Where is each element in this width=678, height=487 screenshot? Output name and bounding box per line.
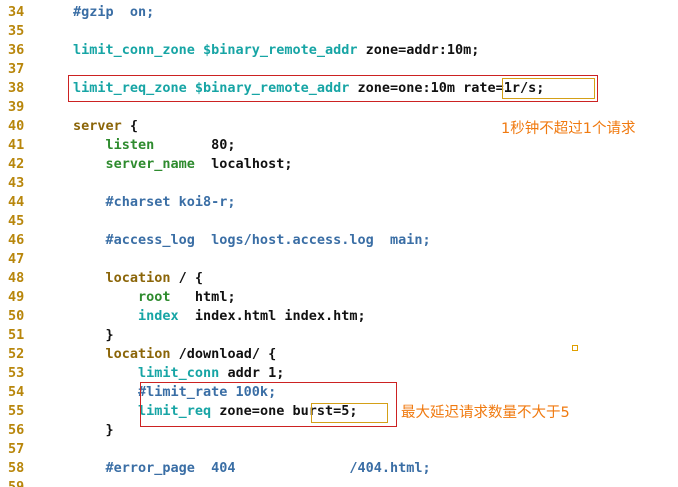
line-number: 56 xyxy=(8,422,25,438)
line-number: 58 xyxy=(8,460,25,476)
rate-annotation: 1秒钟不超过1个请求 xyxy=(501,121,636,137)
line-number: 41 xyxy=(8,137,25,153)
code-token: } xyxy=(73,422,114,438)
code-token: #error_page 404 /404.html; xyxy=(73,460,431,476)
code-token: zone=addr:10m; xyxy=(365,42,480,58)
line-number: 43 xyxy=(8,175,25,191)
code-token: zone=one burst=5; xyxy=(211,403,358,419)
code-token: #charset koi8-r; xyxy=(73,194,236,210)
line-number: 55 xyxy=(8,403,25,419)
code-token: limit_conn xyxy=(73,365,220,381)
code-token: limit_req_zone $binary_remote_addr xyxy=(73,80,358,96)
code-token: listen xyxy=(73,137,155,153)
code-token: index xyxy=(73,308,179,324)
line-code: listen 80; xyxy=(73,136,236,155)
line-code: #charset koi8-r; xyxy=(73,193,236,212)
code-token: location xyxy=(73,346,171,362)
line-number: 53 xyxy=(8,365,25,381)
limit-req-zone-highlight xyxy=(68,75,598,102)
code-token: #limit_rate 100k; xyxy=(73,384,277,400)
code-token: } xyxy=(73,327,114,343)
line-number: 40 xyxy=(8,118,25,134)
line-number: 36 xyxy=(8,42,25,58)
marker-dot xyxy=(572,345,578,351)
line-code: #gzip on; xyxy=(73,3,154,22)
line-number: 59 xyxy=(8,479,25,487)
code-token: / { xyxy=(170,270,204,286)
line-code: #error_page 404 /404.html; xyxy=(73,459,431,478)
rate-highlight xyxy=(502,78,595,99)
line-number: 52 xyxy=(8,346,25,362)
code-token: zone=one:10m rate=1r/s; xyxy=(357,80,545,96)
line-code: location /download/ { xyxy=(73,345,277,364)
code-token: html; xyxy=(170,289,236,305)
line-code: server { xyxy=(73,117,138,136)
line-number: 57 xyxy=(8,441,25,457)
line-number: 42 xyxy=(8,156,25,172)
code-token: /download/ { xyxy=(170,346,277,362)
code-token: root xyxy=(73,289,171,305)
line-code: limit_conn addr 1; xyxy=(73,364,284,383)
line-code: server_name localhost; xyxy=(73,155,293,174)
line-number: 35 xyxy=(8,23,25,39)
line-number: 51 xyxy=(8,327,25,343)
line-code: root html; xyxy=(73,288,236,307)
line-code: limit_conn_zone $binary_remote_addr zone… xyxy=(73,41,479,60)
line-code: } xyxy=(73,421,114,440)
line-number: 49 xyxy=(8,289,25,305)
line-number: 48 xyxy=(8,270,25,286)
burst-annotation: 最大延迟请求数量不大于5 xyxy=(401,405,570,421)
line-code: limit_req_zone $binary_remote_addr zone=… xyxy=(73,79,544,98)
line-code: #limit_rate 100k; xyxy=(73,383,276,402)
line-code: location / { xyxy=(73,269,204,288)
line-number: 34 xyxy=(8,4,25,20)
code-token: server xyxy=(73,118,122,134)
code-token: { xyxy=(121,118,139,134)
line-number: 38 xyxy=(8,80,25,96)
line-number: 54 xyxy=(8,384,25,400)
line-code: index index.html index.htm; xyxy=(73,307,366,326)
line-number: 44 xyxy=(8,194,25,210)
code-token: limit_conn_zone $binary_remote_addr xyxy=(73,42,366,58)
burst-highlight xyxy=(311,403,388,423)
code-token: location xyxy=(73,270,171,286)
code-token: server_name xyxy=(73,156,195,172)
download-limit-highlight xyxy=(140,382,397,427)
line-number: 45 xyxy=(8,213,25,229)
line-number: 46 xyxy=(8,232,25,248)
code-token: addr 1; xyxy=(219,365,285,381)
code-token: #access_log logs/host.access.log main; xyxy=(73,232,431,248)
code-token: limit_req xyxy=(73,403,212,419)
code-token: #gzip on; xyxy=(73,4,155,20)
line-number: 50 xyxy=(8,308,25,324)
line-code: limit_req zone=one burst=5; xyxy=(73,402,357,421)
line-code: #access_log logs/host.access.log main; xyxy=(73,231,431,250)
line-number: 39 xyxy=(8,99,25,115)
line-number: 47 xyxy=(8,251,25,267)
code-token: index.html index.htm; xyxy=(178,308,366,324)
line-number: 37 xyxy=(8,61,25,77)
code-token: 80; xyxy=(154,137,236,153)
code-token: localhost; xyxy=(194,156,293,172)
line-code: } xyxy=(73,326,114,345)
